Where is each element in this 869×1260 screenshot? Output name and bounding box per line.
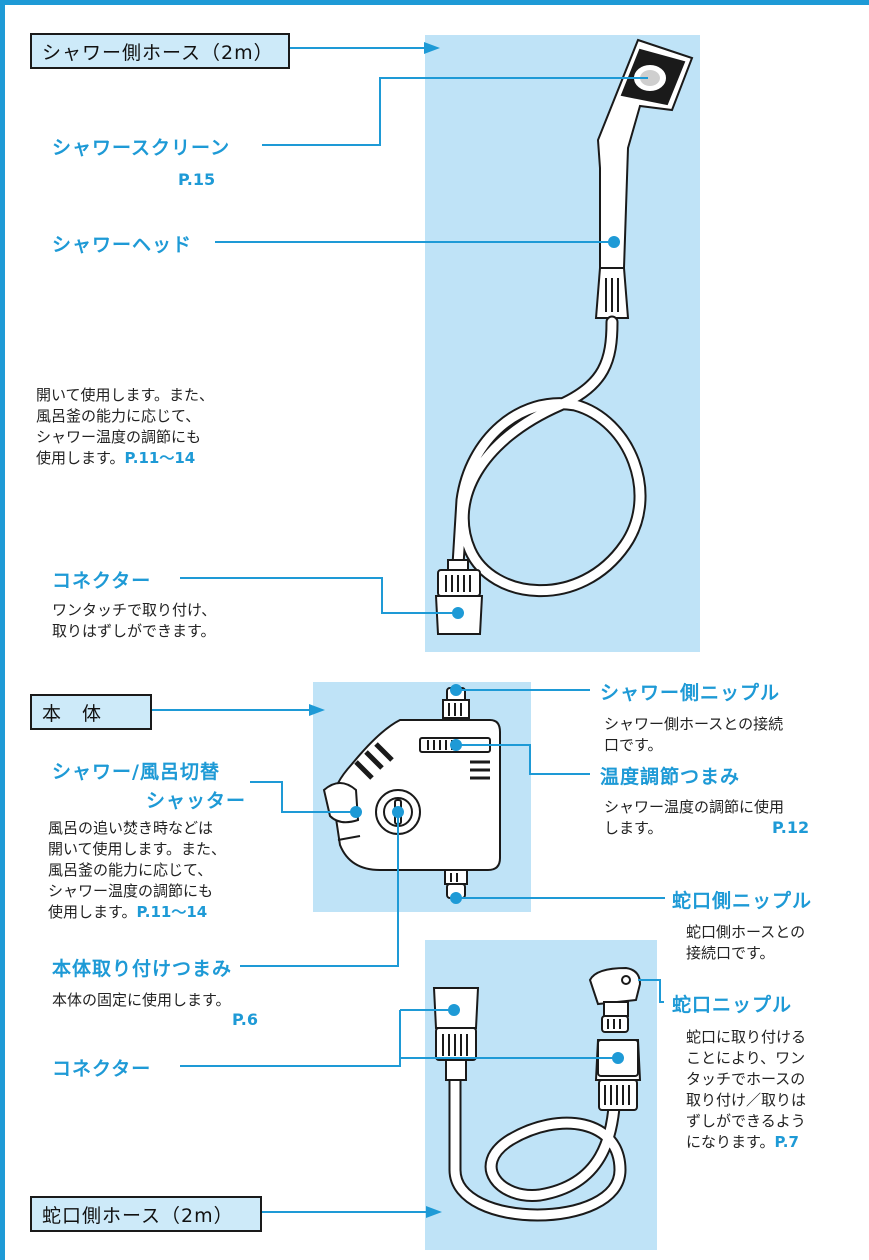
mount-knob-page-ref: P.6: [232, 1010, 258, 1029]
temp-knob-label: 温度調節つまみ: [600, 766, 741, 788]
shower-hose-section-label: シャワー側ホース（2m）: [30, 33, 290, 69]
faucet-hose-section-label: 蛇口側ホース（2m）: [30, 1196, 262, 1232]
top-border: [0, 0, 869, 5]
shutter-description: 風呂の追い焚き時などは 開いて使用します。また、 風呂釜の能力に応じて、 シャワ…: [48, 819, 227, 921]
shutter-page-ref: P.11〜14: [136, 903, 208, 921]
connector-top-description: ワンタッチで取り付け、 取りはずしができます。: [52, 601, 217, 640]
mount-knob-label: 本体取り付けつまみ: [52, 958, 233, 980]
connector-bottom-label: コネクター: [52, 1058, 152, 1080]
shower-nipple-description: シャワー側ホースとの接続 口です。: [604, 715, 784, 754]
shower-head-icon: [594, 38, 694, 319]
faucet-side-nipple-description: 蛇口側ホースとの 接続口です。: [686, 923, 806, 962]
shutter-label-line2: シャッター: [146, 790, 247, 812]
shower-screen-label: シャワースクリーン: [52, 137, 231, 159]
bottom-connector-left-icon: [432, 987, 480, 1081]
shower-nipple-label: シャワー側ニップル: [600, 682, 781, 704]
left-border: [0, 0, 5, 1260]
mount-knob-description: 本体の固定に使用します。: [52, 991, 231, 1009]
top-connector-icon: [434, 559, 484, 635]
upper-note-description: 開いて使用します。また、 風呂釜の能力に応じて、 シャワー温度の調節にも 使用し…: [36, 386, 215, 467]
arrowheads: [309, 42, 442, 1218]
upper-note-page-ref: P.11〜14: [124, 449, 196, 467]
main-body-section-label: 本 体: [30, 694, 152, 730]
shower-head-label: シャワーヘッド: [52, 234, 193, 256]
temp-knob-description: シャワー温度の調節に使用 します。: [604, 798, 785, 837]
temp-knob-page-ref: P.12: [772, 818, 810, 837]
leader-lines: [152, 47, 665, 1213]
shower-screen-page-ref: P.15: [178, 170, 216, 189]
faucet-side-nipple-label: 蛇口側ニップル: [672, 890, 813, 912]
shutter-label-line1: シャワー/風呂切替: [52, 761, 220, 783]
connector-top-label: コネクター: [52, 570, 152, 592]
bottom-connector-right-icon: [594, 1039, 642, 1111]
faucet-nipple-label: 蛇口ニップル: [672, 994, 793, 1016]
main-body-icon: [322, 684, 501, 904]
faucet-nipple-description: 蛇口に取り付ける ことにより、ワン タッチでホースの 取り付け／取りは ずしがで…: [686, 1028, 807, 1151]
faucet-nipple-page-ref: P.7: [774, 1133, 799, 1151]
faucet-nipple-icon: [588, 966, 642, 1033]
